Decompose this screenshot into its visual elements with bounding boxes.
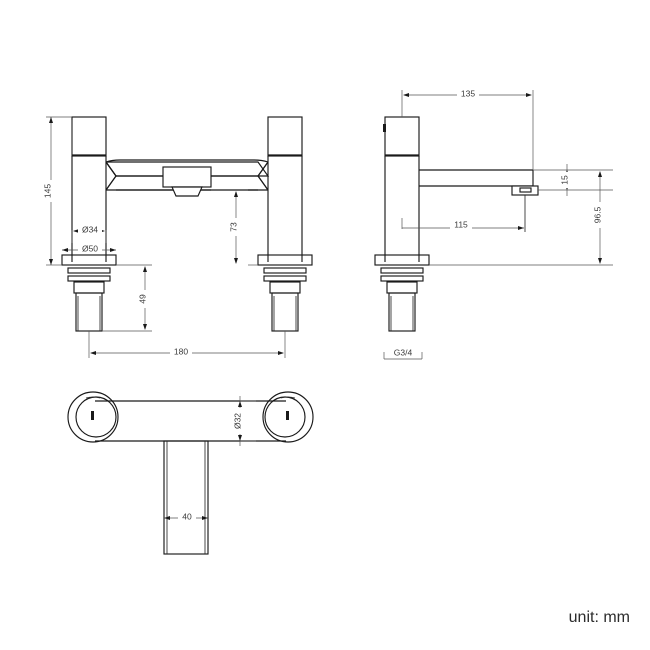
dim-label-115: 115	[454, 219, 468, 229]
outlet-block-front	[162, 166, 212, 197]
dimension-spout-15: 15	[533, 164, 613, 196]
side-handle	[383, 116, 420, 157]
unit-note: unit: mm	[569, 609, 630, 626]
dim-label-96-5: 96.5	[592, 206, 602, 223]
dimension-centres-180: 180	[88, 331, 286, 358]
side-spout-arm	[419, 169, 534, 187]
dim-label-40: 40	[182, 511, 192, 521]
dimension-dia-34: Ø34	[71, 224, 107, 243]
plan-right-handle	[262, 391, 314, 443]
side-base-assembly	[374, 254, 430, 332]
front-elevation-view: 145 Ø34 Ø50 73	[41, 116, 313, 358]
plan-left-handle	[67, 391, 119, 443]
right-base-assembly	[257, 254, 313, 332]
dimension-thread-49: 49	[102, 264, 152, 332]
dim-label-dia-34: Ø34	[82, 224, 98, 234]
dimension-spout-40: 40	[164, 511, 208, 522]
dim-label-49: 49	[137, 294, 147, 304]
dimension-reach-135: 135	[401, 88, 534, 170]
plan-spout	[163, 440, 209, 555]
dimension-thread-g34: G3/4	[383, 347, 423, 360]
dim-label-145: 145	[42, 184, 52, 198]
side-column	[384, 156, 420, 262]
dimension-dia-50: Ø50	[62, 243, 116, 254]
dim-label-dia-32: Ø32	[232, 413, 242, 429]
dimension-dia-32: Ø32	[232, 396, 256, 446]
dim-label-g34: G3/4	[394, 347, 413, 357]
dim-label-73: 73	[228, 222, 238, 232]
dimension-height-96-5: 96.5	[429, 171, 613, 266]
side-elevation-view: 135 115 15 96.5	[374, 88, 613, 360]
side-outlet-block	[511, 185, 539, 232]
dimension-height-145: 145	[41, 116, 72, 266]
dimension-spout-73: 73	[211, 189, 258, 266]
plan-cross-body	[95, 400, 286, 442]
plan-view: Ø32 40	[67, 391, 314, 555]
dim-label-135: 135	[461, 88, 475, 98]
dim-label-15: 15	[559, 175, 569, 185]
dimension-reach-115: 115	[401, 218, 524, 230]
dim-label-dia-50: Ø50	[82, 243, 98, 253]
dim-label-180: 180	[174, 346, 188, 356]
left-base-assembly	[61, 254, 117, 332]
